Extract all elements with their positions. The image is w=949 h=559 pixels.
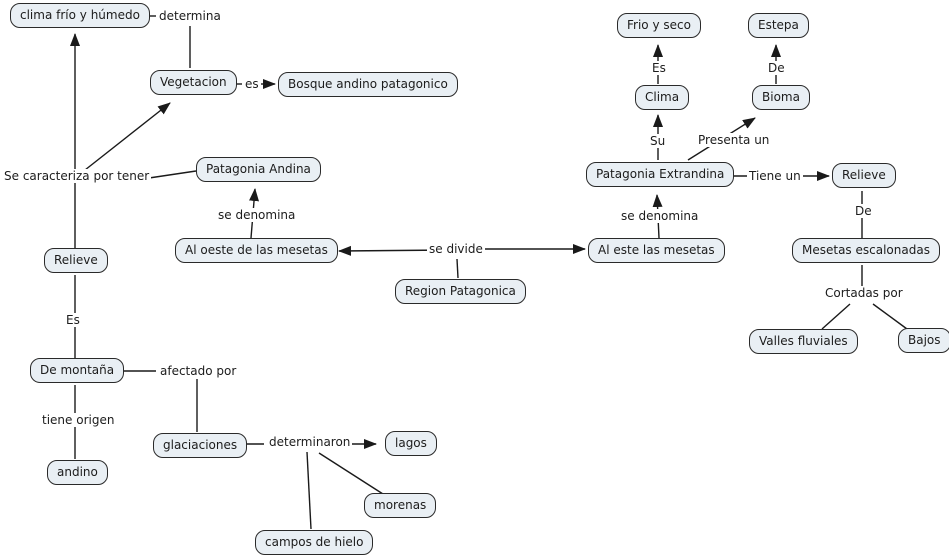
link-label-es-frio-seco[interactable]: Es bbox=[650, 61, 668, 75]
link-label-es-bosque[interactable]: es bbox=[243, 77, 261, 91]
edge-andina-caracteriza bbox=[148, 170, 197, 179]
link-label-se-divide[interactable]: se divide bbox=[427, 242, 485, 256]
link-label-determinaron[interactable]: determinaron bbox=[267, 435, 353, 449]
concept-node-clima[interactable]: Clima bbox=[635, 85, 690, 110]
edge-region-divide bbox=[456, 258, 459, 279]
link-label-tiene-un[interactable]: Tiene un bbox=[747, 169, 803, 183]
link-label-presenta-un[interactable]: Presenta un bbox=[696, 133, 772, 147]
link-label-se-caracteriza[interactable]: Se caracteriza por tener bbox=[2, 169, 152, 183]
concept-node-andino[interactable]: andino bbox=[47, 460, 108, 485]
concept-node-lagos[interactable]: lagos bbox=[385, 431, 437, 456]
concept-node-de-montana[interactable]: De montaña bbox=[30, 358, 125, 383]
edge-caracteriza-vegetacion bbox=[84, 102, 171, 171]
concept-node-bosque-andino[interactable]: Bosque andino patagonico bbox=[278, 72, 458, 97]
concept-node-frio-y-seco[interactable]: Frio y seco bbox=[617, 13, 701, 38]
concept-node-estepa[interactable]: Estepa bbox=[748, 13, 809, 38]
link-label-se-denomina-este[interactable]: se denomina bbox=[619, 209, 701, 223]
concept-node-clima-frio-humedo[interactable]: clima frío y húmedo bbox=[10, 3, 150, 28]
edge-cortadas-valles bbox=[821, 303, 851, 330]
link-label-cortadas-por[interactable]: Cortadas por bbox=[823, 286, 905, 300]
concept-node-bioma[interactable]: Bioma bbox=[752, 85, 810, 110]
concept-node-valles-fluviales[interactable]: Valles fluviales bbox=[749, 329, 858, 354]
concept-node-bajos[interactable]: Bajos bbox=[898, 328, 949, 353]
link-label-de-mesetas[interactable]: De bbox=[853, 204, 874, 218]
concept-node-patagonia-extrandina[interactable]: Patagonia Extrandina bbox=[586, 162, 735, 187]
concept-node-relieve-oeste[interactable]: Relieve bbox=[44, 248, 108, 273]
concept-node-patagonia-andina[interactable]: Patagonia Andina bbox=[196, 157, 321, 182]
link-label-se-denomina-oeste[interactable]: se denomina bbox=[216, 208, 298, 222]
edge-determinaron-morenas bbox=[318, 452, 384, 495]
concept-node-relieve-este[interactable]: Relieve bbox=[832, 163, 896, 188]
link-label-tiene-origen[interactable]: tiene origen bbox=[40, 413, 117, 427]
concept-node-al-este-mesetas[interactable]: Al este las mesetas bbox=[588, 238, 725, 263]
concept-node-campos-de-hielo[interactable]: campos de hielo bbox=[255, 530, 374, 555]
link-label-afectado-por[interactable]: afectado por bbox=[158, 364, 239, 378]
concept-node-al-oeste-mesetas[interactable]: Al oeste de las mesetas bbox=[175, 238, 338, 263]
concept-node-region-patagonica[interactable]: Region Patagonica bbox=[395, 279, 526, 304]
concept-node-morenas[interactable]: morenas bbox=[364, 493, 437, 518]
edge-cortadas-bajos bbox=[872, 303, 908, 330]
link-label-de-estepa[interactable]: De bbox=[766, 61, 787, 75]
link-label-su[interactable]: Su bbox=[648, 134, 668, 148]
link-label-es-montana[interactable]: Es bbox=[64, 313, 82, 327]
concept-node-mesetas-escalonadas[interactable]: Mesetas escalonadas bbox=[792, 238, 940, 263]
concept-node-vegetacion[interactable]: Vegetacion bbox=[150, 70, 237, 95]
link-label-determina[interactable]: determina bbox=[157, 9, 223, 23]
edge-determinaron-campos bbox=[306, 451, 312, 530]
concept-node-glaciaciones[interactable]: glaciaciones bbox=[153, 433, 248, 458]
